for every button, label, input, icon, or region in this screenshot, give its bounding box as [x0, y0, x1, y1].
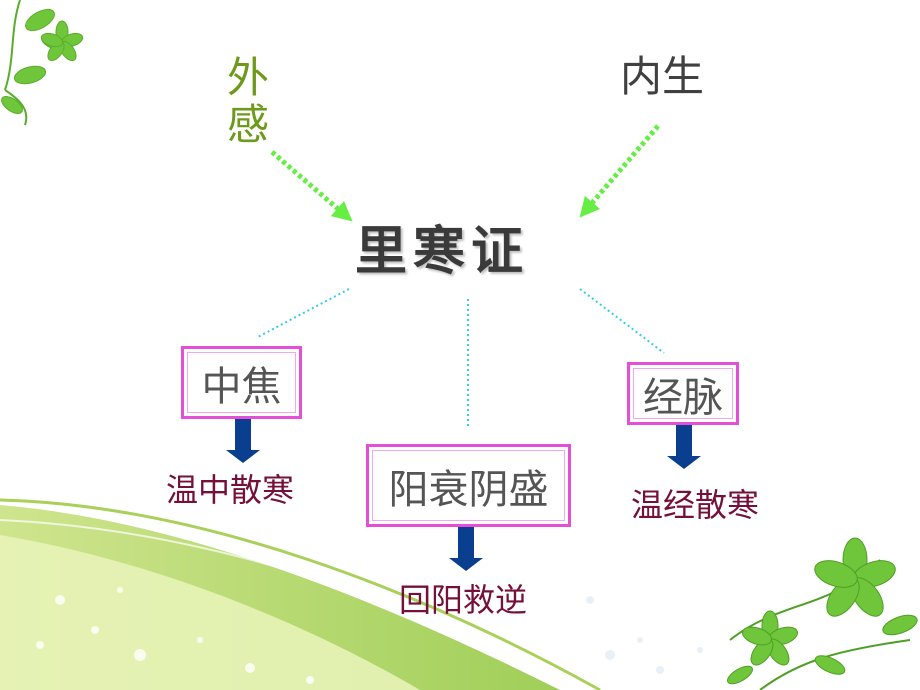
external-cause-arrow [270, 150, 353, 222]
down-arrow-zhongjiao [226, 419, 260, 463]
branch-label-jingmai: 经脉 [643, 374, 723, 421]
bottom-swoosh-light [0, 535, 420, 690]
branch-label-zhongjiao: 中焦 [201, 363, 282, 410]
branch-label-yangshuai: 阳衰阴盛 [388, 466, 549, 513]
main-syndrome-title: 里寒证 [355, 222, 530, 282]
external-cause-label: 外感 [226, 53, 269, 150]
top-left-vine [1, 0, 84, 126]
down-arrow-yangshuai [449, 527, 483, 571]
treatment-zhongjiao: 温中散寒 [166, 471, 295, 509]
treatment-yangshuai: 回阳救逆 [399, 581, 528, 619]
down-arrow-jingmai [667, 425, 701, 469]
bottom-right-flowers [727, 537, 918, 690]
branch-box-zhongjiao: 中焦 [181, 346, 302, 419]
internal-cause-arrow [579, 124, 660, 218]
link-zhongjiao [255, 288, 350, 339]
branch-box-jingmai: 经脉 [627, 362, 739, 425]
link-jingmai [579, 288, 665, 354]
branch-box-yangshuai: 阳衰阴盛 [366, 444, 571, 527]
treatment-jingmai: 温经散寒 [631, 486, 760, 524]
internal-cause-label: 内生 [620, 52, 705, 101]
